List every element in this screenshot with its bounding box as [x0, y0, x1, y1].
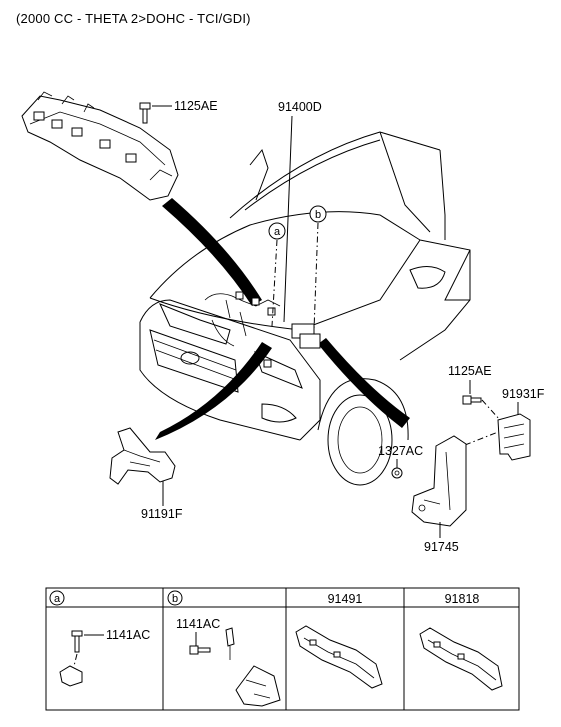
callout-main-harness: 91400D	[278, 100, 322, 114]
svg-text:b: b	[172, 593, 178, 605]
leader-bolt-to-bracket	[481, 399, 501, 421]
page-title: (2000 CC - THETA 2>DOHC - TCI/GDI)	[16, 11, 251, 26]
callout-protector-left: 91191F	[141, 507, 183, 521]
detail-b-label: 1141AC	[176, 617, 220, 631]
svg-text:a: a	[54, 593, 61, 605]
leader-marker-a	[271, 239, 278, 327]
bolt-top-icon	[139, 102, 172, 124]
leader-marker-b	[313, 222, 319, 331]
detail-a-label: 1141AC	[106, 628, 150, 642]
marker-b: b	[309, 205, 327, 223]
harness-protector-left	[109, 427, 176, 485]
callout-bracket-bottom: 91745	[424, 540, 459, 554]
marker-a: a	[268, 222, 286, 240]
callout-bracket-right: 91931F	[502, 387, 545, 401]
table-header-a: a	[49, 590, 65, 606]
detail-91491-harness-icon	[295, 625, 383, 689]
nut-icon	[391, 467, 403, 479]
leader-main-harness	[283, 115, 293, 323]
bracket-right	[497, 413, 531, 461]
harness-protector-top-left	[21, 91, 179, 201]
marker-a-label: a	[274, 226, 281, 238]
detail-a-bolt-icon	[59, 630, 83, 687]
bracket-bottom	[411, 435, 467, 527]
bolt-right-icon	[462, 395, 482, 405]
swoosh-band-bottom-left	[155, 342, 272, 440]
table-header-91491: 91491	[328, 592, 363, 606]
callout-nut: 1327AC	[378, 444, 423, 458]
table-header-b: b	[167, 590, 183, 606]
detail-b-parts-icon	[189, 627, 281, 707]
callout-bolt-top: 1125AE	[174, 99, 218, 113]
detail-91818-harness-icon	[419, 627, 503, 691]
leader-bracket-to-mount	[464, 431, 499, 446]
marker-b-label: b	[315, 209, 321, 221]
swoosh-band-right	[318, 338, 410, 428]
callout-bolt-right: 1125AE	[448, 364, 492, 378]
vehicle-outline	[139, 131, 471, 486]
table-header-91818: 91818	[445, 592, 480, 606]
swoosh-band-top	[162, 198, 262, 306]
